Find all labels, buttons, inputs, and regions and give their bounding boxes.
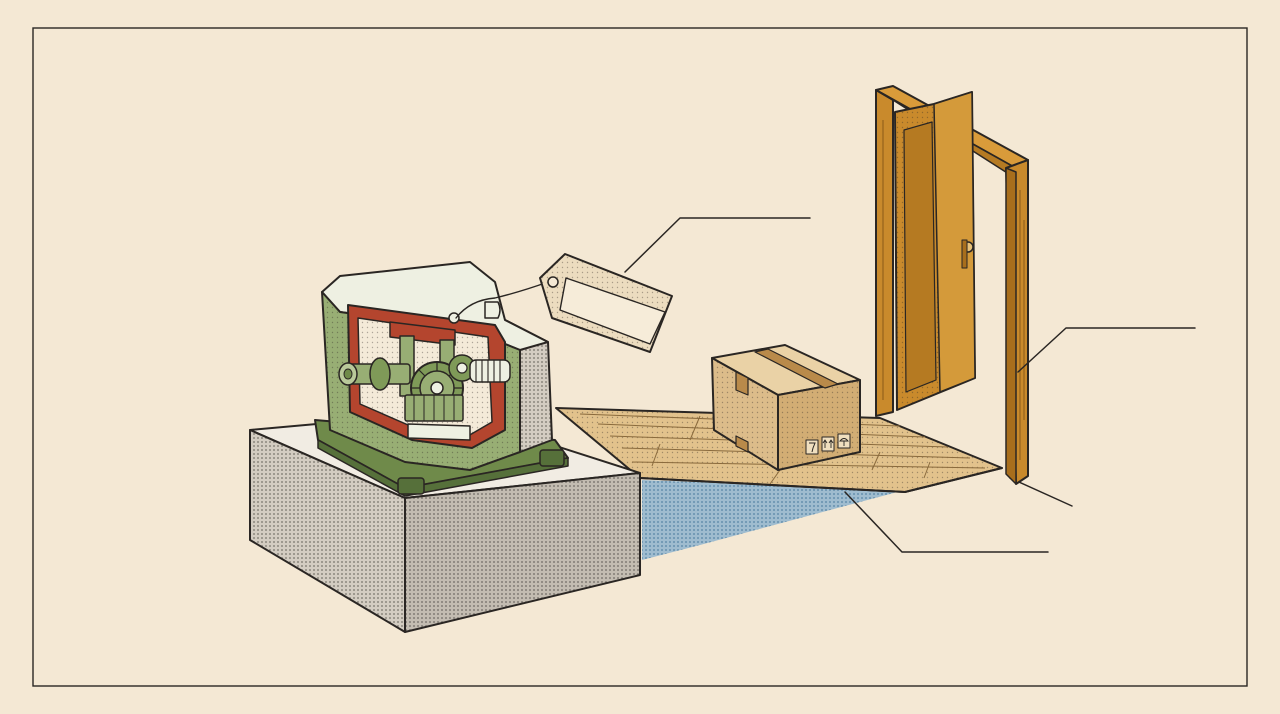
price-tag: [539, 253, 673, 353]
ramp-callout: [844, 491, 1049, 553]
cardboard-box: [711, 344, 861, 471]
fragile-icon: [805, 439, 819, 455]
this-side-up-icon: [821, 436, 835, 452]
door-callout: [1017, 327, 1196, 373]
keep-dry-icon: [837, 433, 851, 449]
door: [875, 85, 1073, 507]
tag-string: [455, 281, 549, 319]
tag-callout: [624, 217, 811, 273]
cutaway-machine: [314, 261, 569, 497]
frame-border: [32, 27, 1248, 687]
